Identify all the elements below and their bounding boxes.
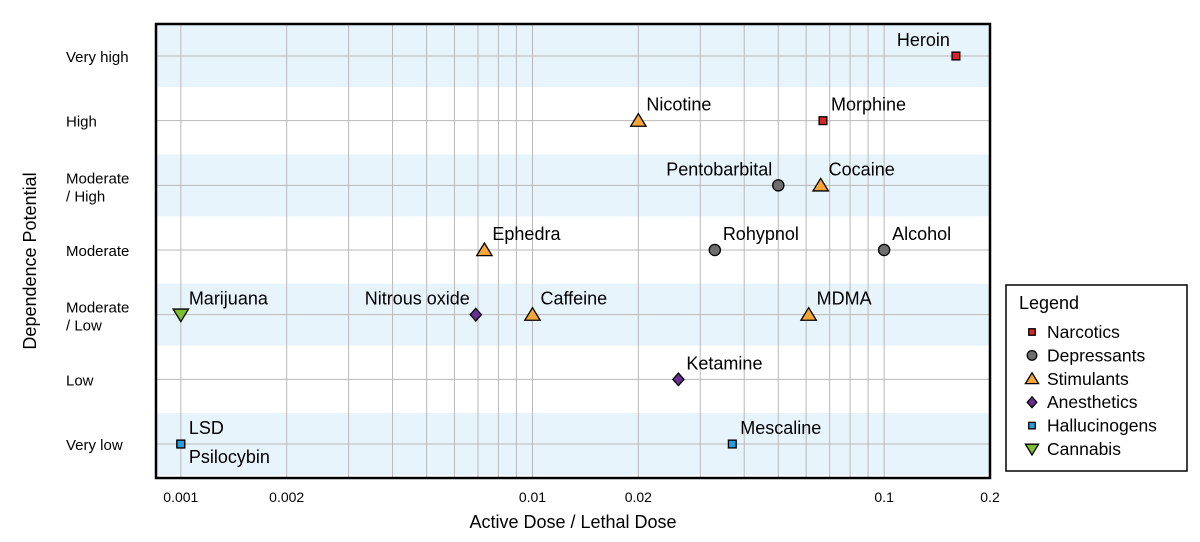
data-point-marker: [772, 179, 785, 192]
x-tick-label: 0.1: [874, 489, 894, 505]
data-point-label: MDMA: [817, 289, 872, 309]
data-point-marker: [629, 112, 648, 127]
data-point-label: Rohypnol: [723, 224, 799, 244]
legend-entry-label: Hallucinogens: [1047, 416, 1157, 436]
data-point-marker: [951, 51, 961, 61]
legend-marker: [1026, 395, 1038, 409]
y-axis-label: Dependence Potential: [20, 172, 40, 349]
data-point-label: LSD: [189, 418, 224, 438]
legend-entry-label: Narcotics: [1047, 322, 1120, 342]
plot-frame: [154, 22, 992, 480]
data-point-marker: [877, 243, 891, 257]
data-point-marker: [708, 243, 722, 257]
data-point-label: Morphine: [831, 95, 906, 115]
y-tick-label: Moderate: [66, 170, 129, 187]
data-point-marker: [176, 439, 186, 449]
y-tick-label: / High: [66, 188, 105, 205]
x-tick-label: 0.001: [163, 489, 198, 505]
legend-marker: [1024, 371, 1040, 385]
legend-entry-label: Cannabis: [1047, 439, 1121, 459]
legend-entries: NarcoticsDepressantsStimulantsAnesthetic…: [1024, 322, 1157, 459]
data-point-label: Psilocybin: [189, 447, 270, 467]
y-tick-label: Moderate: [66, 300, 129, 317]
legend-entry-label: Depressants: [1047, 345, 1145, 365]
legend: Legend NarcoticsDepressantsStimulantsAne…: [1005, 284, 1188, 472]
data-point-marker: [727, 439, 737, 449]
data-point-label: Mescaline: [740, 418, 821, 438]
data-point-marker: [671, 372, 685, 387]
y-tick-label: / Low: [66, 318, 102, 335]
legend-marker: [1028, 328, 1036, 336]
x-tick-label: 0.002: [269, 489, 304, 505]
data-point-marker: [799, 306, 818, 321]
data-point-label: Heroin: [897, 30, 950, 50]
x-axis-label: Active Dose / Lethal Dose: [469, 512, 676, 532]
data-point-label: Alcohol: [892, 224, 951, 244]
data-point-marker: [523, 306, 542, 321]
y-tick-label: High: [66, 114, 97, 131]
legend-entry-label: Anesthetics: [1047, 392, 1138, 412]
x-tick-label: 0.01: [519, 489, 546, 505]
data-point-label: Nitrous oxide: [365, 289, 470, 309]
legend-marker: [1026, 349, 1038, 361]
data-point-label: Cocaine: [829, 159, 895, 179]
y-tick-label: Very low: [66, 437, 123, 454]
legend-marker: [1028, 421, 1036, 430]
data-point-marker: [469, 307, 483, 322]
data-point-label: Caffeine: [540, 289, 607, 309]
data-point-marker: [818, 116, 828, 126]
grid-lines: [156, 24, 990, 478]
data-point-label: Ephedra: [492, 224, 561, 244]
legend-marker: [1024, 443, 1040, 457]
legend-entry-label: Stimulants: [1047, 369, 1129, 389]
y-tick-label: Low: [66, 372, 94, 389]
y-tick-label: Moderate: [66, 243, 129, 260]
y-tick-label: Very high: [66, 49, 129, 66]
legend-title: Legend: [1019, 293, 1079, 313]
data-point-marker: [811, 177, 830, 192]
data-point-label: Marijuana: [189, 289, 269, 309]
legend-box: [1005, 284, 1188, 472]
data-point-label: Pentobarbital: [666, 159, 772, 179]
data-point-marker: [475, 241, 494, 257]
x-tick-label: 0.02: [625, 489, 652, 505]
data-point-label: Nicotine: [646, 95, 711, 115]
data-point-marker: [171, 308, 190, 323]
x-tick-labels: 0.001 0.002 0.01 0.02 0.1 0.2: [163, 489, 1000, 505]
data-point-label: Ketamine: [686, 353, 762, 373]
x-tick-label: 0.2: [980, 489, 1000, 505]
